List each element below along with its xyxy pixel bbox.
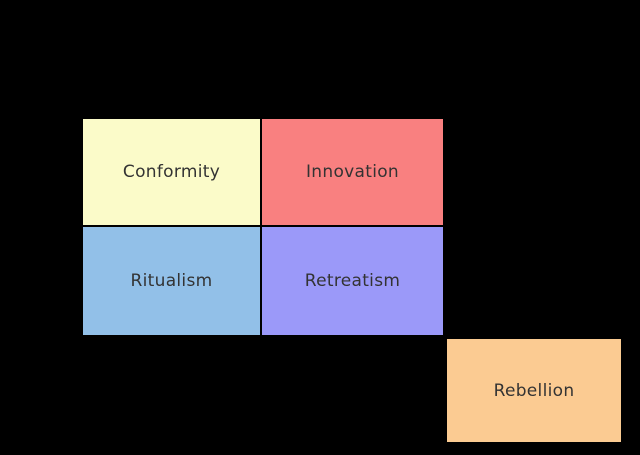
quadrant-conformity-label: Conformity: [122, 162, 221, 182]
box-rebellion: Rebellion: [445, 337, 623, 444]
quadrant-conformity: Conformity: [81, 117, 262, 227]
quadrant-ritualism-label: Ritualism: [130, 271, 213, 291]
quadrant-retreatism: Retreatism: [260, 225, 445, 337]
quadrant-innovation-label: Innovation: [305, 162, 399, 182]
quadrant-ritualism: Ritualism: [81, 225, 262, 337]
quadrant-innovation: Innovation: [260, 117, 445, 227]
quadrant-retreatism-label: Retreatism: [304, 271, 401, 291]
box-rebellion-label: Rebellion: [493, 380, 575, 401]
